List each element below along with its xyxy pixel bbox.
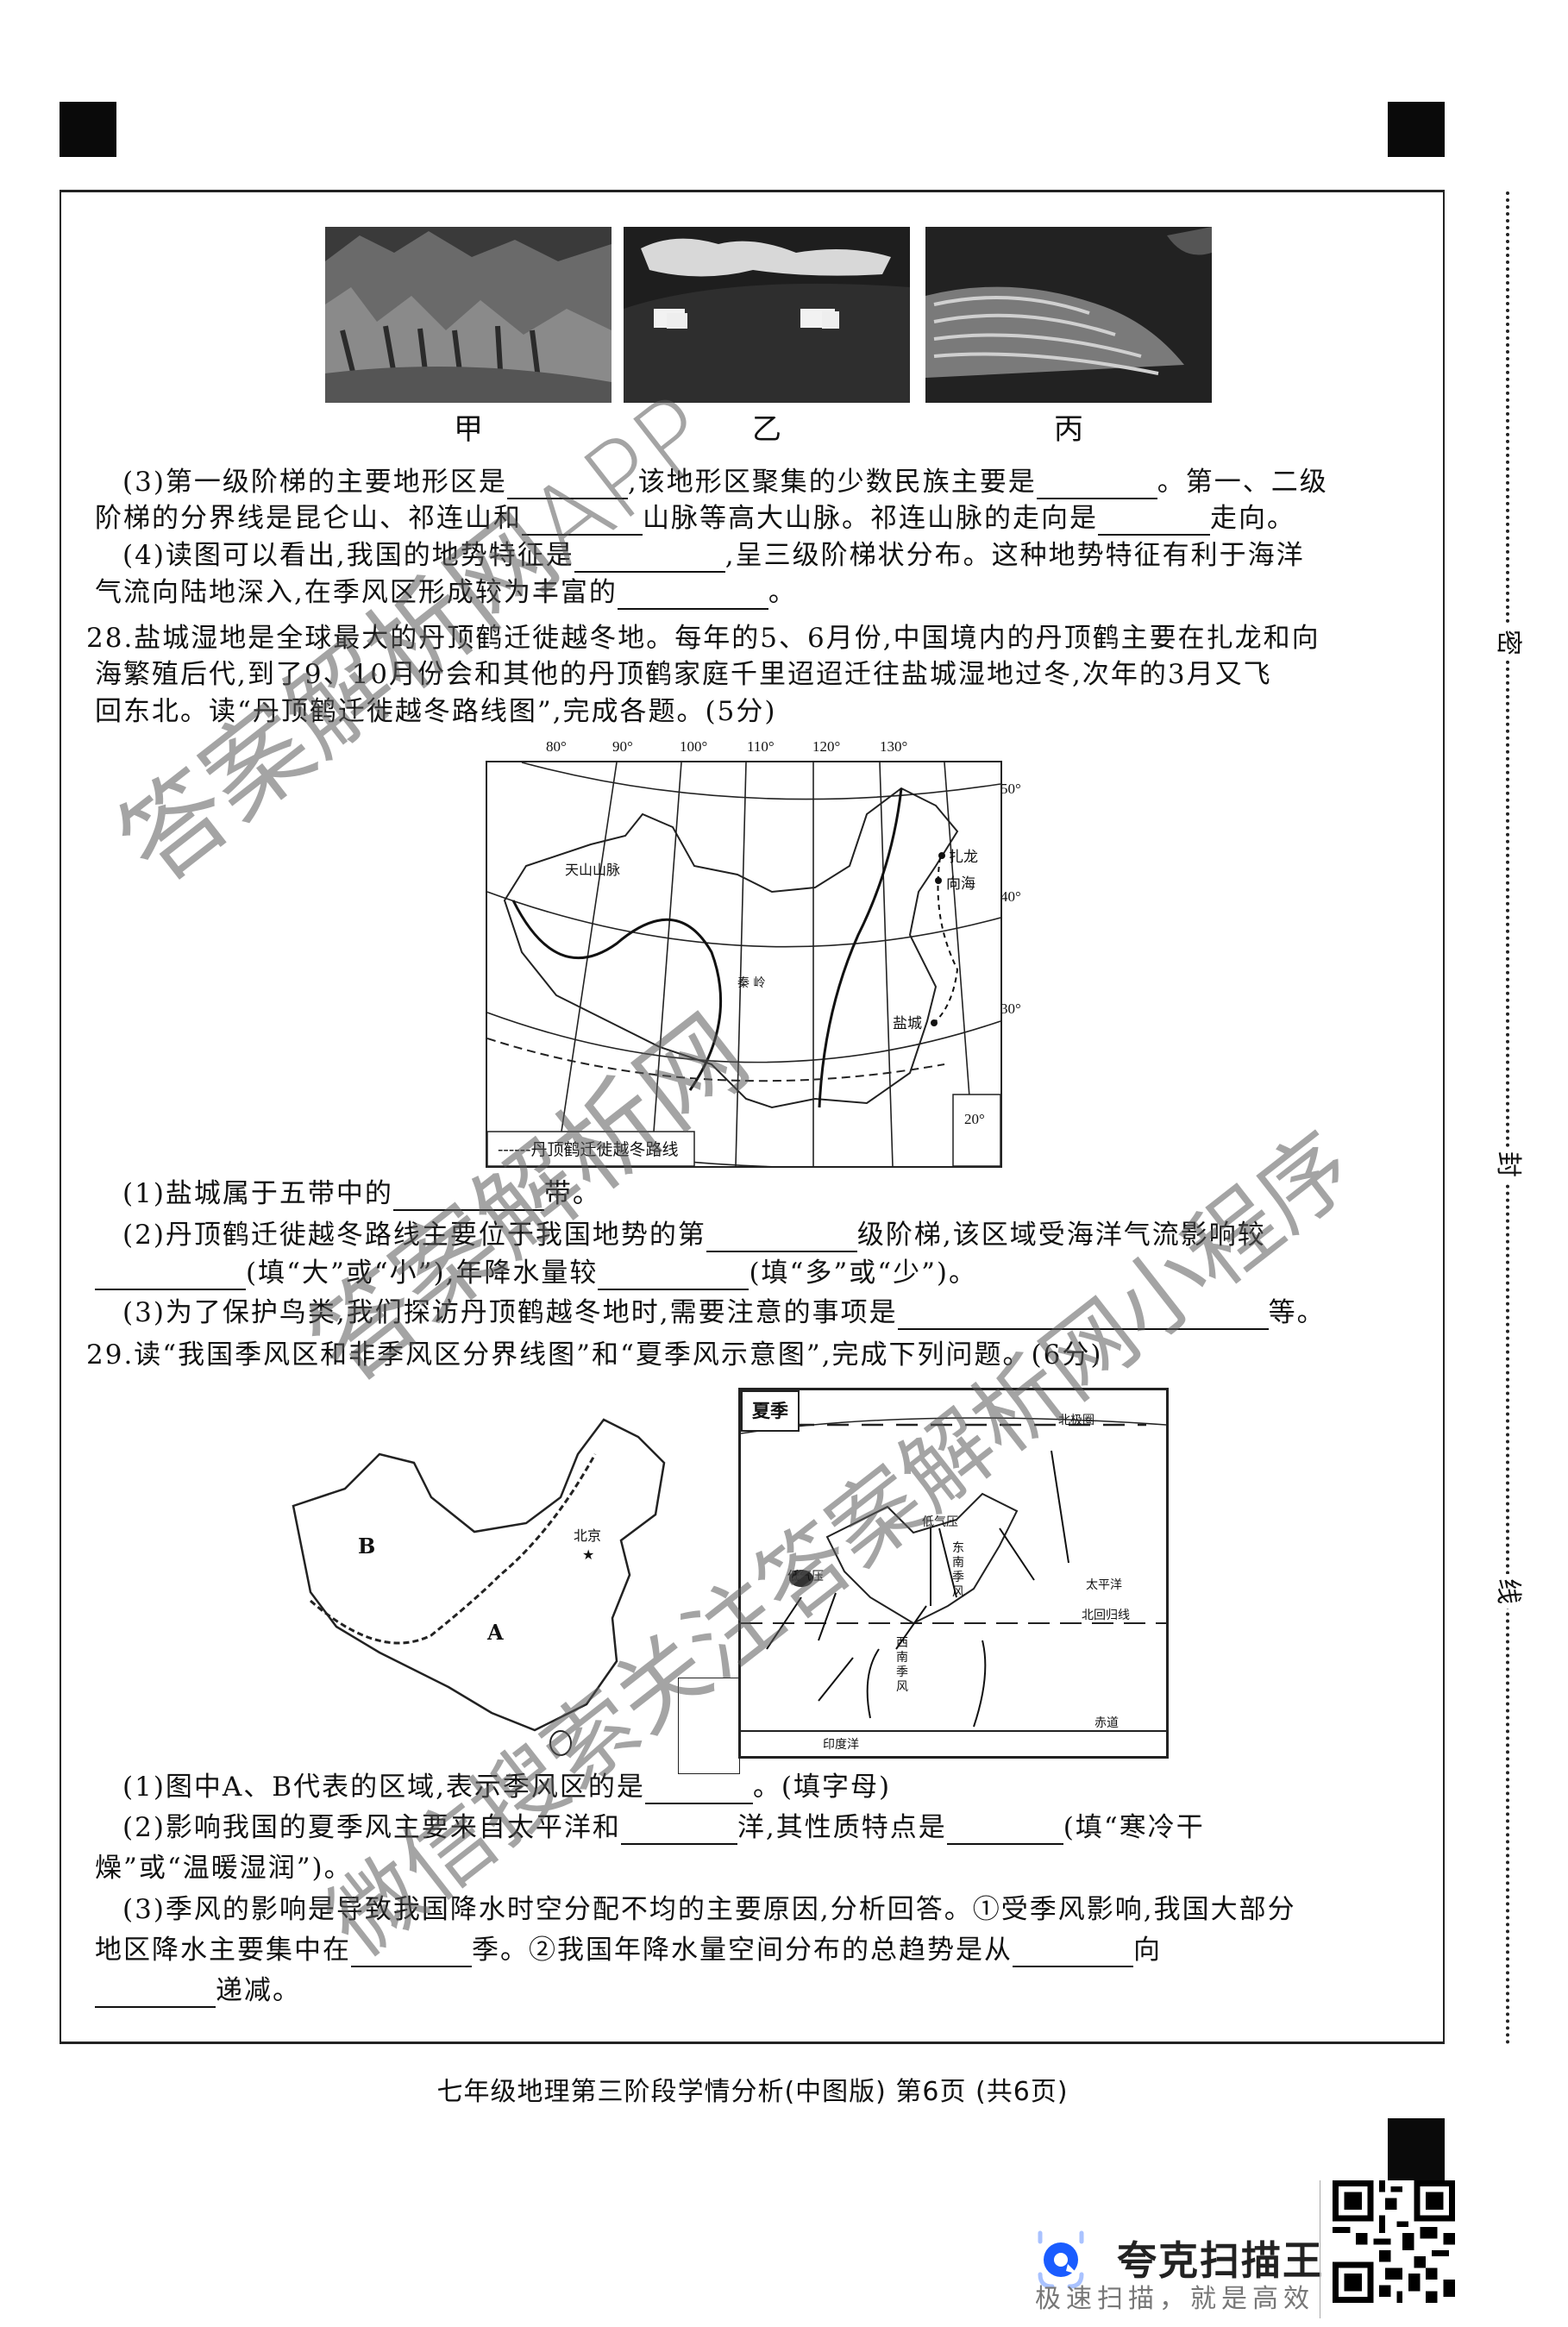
summer-map-title: 夏季	[741, 1390, 800, 1432]
registration-marker-top-left	[60, 102, 116, 157]
q27-3-line-2: 阶梯的分界线是昆仑山、祁连山和山脉等高大山脉。祁连山脉的走向是走向。	[95, 503, 1295, 536]
longitude-90: 90°	[612, 738, 633, 755]
q29-3-line-1: (3)季风的影响是导致我国降水时空分配不均的主要原因,分析回答。①受季风影响,我…	[122, 1894, 1296, 1925]
answer-blank-wind-property[interactable]	[946, 1817, 1063, 1845]
svg-text:B: B	[358, 1534, 375, 1559]
summer-monsoon-map: 夏季 北极圈 低气压 低气压 东南季风 西南季风 太平洋 北回归线 赤道 印度洋	[738, 1388, 1169, 1759]
page-footer: 七年级地理第三阶段学情分析(中图版) 第6页 (共6页)	[436, 2077, 1069, 2107]
svg-text:★: ★	[582, 1546, 594, 1563]
photo-label-jia: 甲	[454, 412, 483, 447]
latitude-50: 50°	[1000, 781, 1021, 797]
longitude-130: 130°	[880, 738, 908, 755]
latitude-40: 40°	[1000, 888, 1021, 905]
answer-blank-to-direction[interactable]	[95, 1980, 216, 2008]
q27-4-line-2: 气流向陆地深入,在季风区形成较为丰富的。	[95, 577, 797, 610]
answer-blank-season[interactable]	[351, 1940, 472, 1967]
answer-blank-monsoon-region[interactable]	[644, 1777, 753, 1804]
answer-blank-ocean[interactable]	[620, 1817, 737, 1845]
q29-3-line-2: 地区降水主要集中在季。②我国年降水量空间分布的总趋势是从向	[95, 1935, 1162, 1967]
svg-text:A: A	[486, 1620, 504, 1645]
q28-intro-line-1: 28.盐城湿地是全球最大的丹顶鹤迁徙越冬地。每年的5、6月份,中国境内的丹顶鹤主…	[86, 623, 1320, 654]
photo-label-bing: 丙	[1054, 412, 1083, 447]
svg-text:秦 岭: 秦 岭	[737, 976, 765, 990]
label-pacific-ocean: 太平洋	[1086, 1578, 1122, 1592]
label-low-pressure-south-asia: 低气压	[787, 1570, 824, 1584]
margin-label-seal: 密	[1490, 625, 1525, 660]
map-legend: ------丹顶鹤迁徙越冬路线	[498, 1140, 679, 1159]
question-frame	[60, 190, 1445, 2044]
q29-2-line-2: 燥”或“温暖湿润”)。	[95, 1853, 353, 1884]
q28-3: (3)为了保护鸟类,我们探访丹顶鹤越冬地时,需要注意的事项是等。	[122, 1297, 1326, 1330]
longitude-110: 110°	[747, 738, 775, 755]
crane-migration-map: 扎龙 向海 盐城 天山山脉 秦 岭 ------丹顶鹤迁徙越冬路线	[486, 761, 1002, 1168]
q29-1: (1)图中A、B代表的区域,表示季风区的是。(填字母)	[122, 1772, 892, 1804]
q29-2-line-1: (2)影响我国的夏季风主要来自太平洋和洋,其性质特点是(填“寒冷干	[122, 1812, 1205, 1845]
answer-blank-precipitation[interactable]	[617, 582, 768, 610]
longitude-80: 80°	[546, 738, 567, 755]
photo-label-yi: 乙	[752, 412, 781, 447]
south-china-sea-inset	[678, 1678, 740, 1774]
q27-4-line-1: (4)读图可以看出,我国的地势特征是,呈三级阶梯状分布。这种地势特征有利于海洋	[122, 540, 1305, 573]
svg-text:盐城: 盐城	[893, 1015, 922, 1032]
longitude-120: 120°	[812, 738, 841, 755]
q28-2-line-1: (2)丹顶鹤迁徙越冬路线主要位于我国地势的第级阶梯,该区域受海洋气流影响较	[122, 1220, 1266, 1252]
q28-1: (1)盐城属于五带中的带。	[122, 1178, 601, 1211]
label-arctic-circle: 北极圈	[1058, 1414, 1094, 1427]
scanner-app-name: 夸克扫描王	[1117, 2237, 1324, 2284]
margin-label-line: 线	[1490, 1574, 1525, 1609]
q28-intro-line-3: 回东北。读“丹顶鹤迁徙越冬路线图”,完成各题。(5分)	[95, 696, 777, 727]
quark-scanner-logo-icon	[1035, 2230, 1087, 2290]
svg-text:扎龙: 扎龙	[949, 849, 978, 866]
answer-blank-rainfall-amount[interactable]	[598, 1263, 750, 1290]
q28-intro-line-2: 海繁殖后代,到了9、10月份会和其他的丹顶鹤家庭千里迢迢迁往盐城湿地过冬,次年的…	[95, 659, 1272, 690]
scanner-slogan: 极速扫描，就是高效	[1035, 2284, 1314, 2314]
q29-intro: 29.读“我国季风区和非季风区分界线图”和“夏季风示意图”,完成下列问题。(6分…	[86, 1339, 1103, 1370]
svg-text:北京: 北京	[574, 1527, 601, 1544]
latitude-30: 30°	[1000, 1000, 1021, 1017]
q28-2-line-2: (填“大”或“小”),年降水量较(填“多”或“少”)。	[95, 1256, 977, 1290]
photo-yi-grassland-yurts	[624, 227, 910, 403]
label-southeast-monsoon: 东南季风	[952, 1541, 964, 1599]
label-indian-ocean: 印度洋	[823, 1738, 859, 1752]
label-low-pressure-asia: 低气压	[922, 1515, 958, 1529]
svg-text:向海: 向海	[946, 875, 975, 893]
answer-blank-ethnic-group[interactable]	[1036, 472, 1157, 499]
latitude-20: 20°	[964, 1111, 985, 1127]
answer-blank-trend[interactable]	[1098, 508, 1210, 536]
answer-blank-mountain[interactable]	[522, 508, 643, 536]
q27-3-line-1: (3)第一级阶梯的主要地形区是,该地形区聚集的少数民族主要是。第一、二级	[122, 467, 1328, 499]
monsoon-boundary-map: B A 北京 ★	[276, 1402, 681, 1756]
qr-code[interactable]	[1333, 2180, 1455, 2303]
answer-blank-precautions[interactable]	[897, 1302, 1269, 1330]
answer-blank-terrain-feature[interactable]	[574, 545, 725, 573]
photo-jia-mountain-terrain	[325, 227, 612, 403]
label-equator: 赤道	[1094, 1716, 1119, 1730]
registration-marker-top-right	[1388, 102, 1445, 157]
label-tropic-of-cancer: 北回归线	[1082, 1609, 1130, 1622]
label-southwest-monsoon: 西南季风	[896, 1636, 908, 1694]
answer-blank-from-direction[interactable]	[1013, 1940, 1133, 1967]
answer-blank-landform[interactable]	[506, 472, 628, 499]
longitude-100: 100°	[680, 738, 708, 755]
photo-bing-terraced-fields	[925, 227, 1212, 403]
margin-label-closed: 封	[1490, 1147, 1525, 1182]
sealing-line	[1506, 191, 1509, 2046]
answer-blank-terrain-step[interactable]	[706, 1225, 857, 1252]
q29-3-line-3: 递减。	[95, 1973, 301, 2008]
answer-blank-temperature-zone[interactable]	[392, 1183, 544, 1211]
answer-blank-ocean-influence[interactable]	[95, 1263, 246, 1290]
svg-text:天山山脉: 天山山脉	[565, 862, 620, 878]
registration-marker-bottom-right	[1388, 2118, 1445, 2187]
